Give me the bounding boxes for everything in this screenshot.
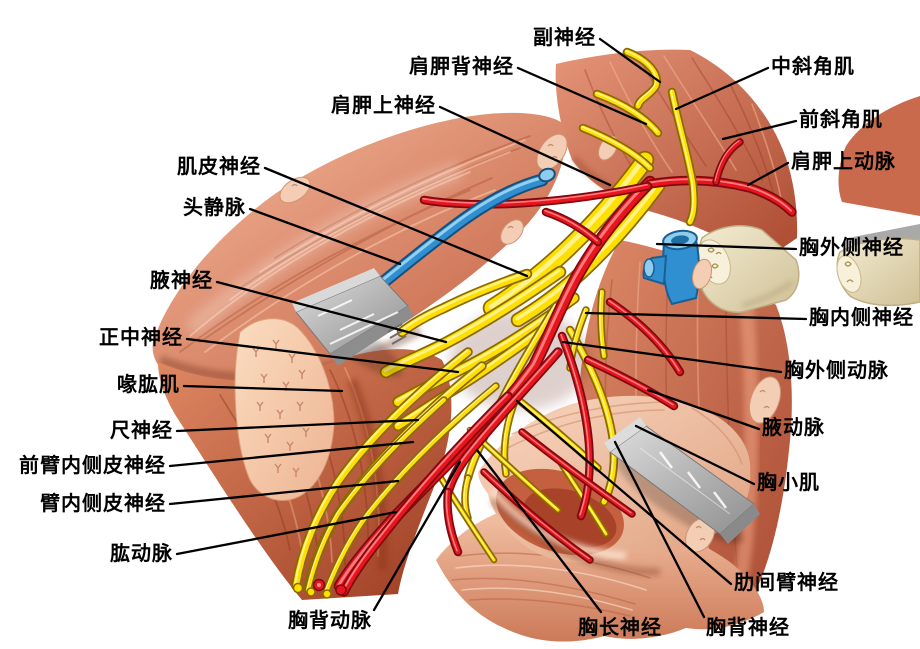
biceps-tendon-strip [234, 318, 335, 501]
label-dorsal-scapular-nerve: 肩胛背神经 [409, 54, 514, 78]
nerve-path [598, 290, 606, 358]
leader-line-coracobrachialis [182, 384, 344, 393]
clavicle-bone [697, 224, 920, 313]
label-cephalic-vein: 头静脉 [183, 195, 246, 219]
retractor-right [604, 417, 760, 553]
leader-line-thoracodorsal-artery [372, 460, 462, 612]
leader-line-axillary-artery [646, 388, 761, 431]
leader-line-axillary-nerve [215, 280, 448, 344]
label-long-thoracic-nerve: 胸长神经 [578, 615, 662, 639]
nerve-path [670, 89, 694, 222]
nerve-path [625, 49, 657, 106]
label-thoracodorsal-artery: 胸背动脉 [288, 608, 372, 632]
nerve-path [293, 349, 471, 589]
nerve-path [324, 384, 496, 592]
shoulder-corner-muscle [838, 96, 920, 216]
nerve-path [399, 271, 528, 332]
brachial-plexus-branches [291, 47, 699, 596]
label-medial-antebrachial-cutaneous-nerve: 前臂内侧皮神经 [19, 453, 166, 477]
nerve-path [306, 398, 444, 590]
nerve-path [395, 295, 575, 402]
label-suprascapular-nerve: 肩胛上神经 [331, 93, 436, 117]
leader-line-lateral-thoracic-artery [561, 340, 783, 374]
artery-path [342, 393, 508, 592]
label-medial-pectoral-nerve: 胸内侧神经 [809, 305, 914, 329]
leader-line-musculocutaneous-nerve [263, 166, 529, 278]
artery-path [560, 333, 590, 516]
label-thoracodorsal-nerve: 胸背神经 [706, 615, 790, 639]
leader-line-ulnar-nerve [175, 418, 420, 433]
label-lateral-pectoral-nerve: 胸外侧神经 [799, 235, 904, 259]
nerve-path [398, 270, 531, 336]
artery-path [520, 430, 632, 514]
nerve-path [383, 269, 561, 373]
artery-path [586, 357, 674, 406]
label-axillary-artery: 腋动脉 [762, 415, 825, 439]
bone-trabeculae [705, 247, 854, 283]
label-musculocutaneous-nerve: 肌皮神经 [177, 154, 261, 178]
nerve-path [581, 125, 650, 168]
nerve-path [488, 156, 647, 310]
leader-line-lateral-pectoral-nerve [655, 242, 798, 251]
leader-line-medial-brachial-cutaneous-nerve [168, 479, 400, 506]
artery-path [714, 140, 740, 182]
label-median-nerve: 正中神经 [99, 325, 183, 349]
nerve-path [306, 398, 446, 592]
artery-path [421, 183, 651, 207]
nerve-path [324, 384, 498, 594]
leader-line-brachial-artery [175, 510, 398, 556]
leader-line-anterior-scalene [721, 119, 798, 141]
artery-path [608, 299, 680, 372]
leader-line-long-thoracic-nerve [475, 448, 603, 614]
label-intercostobrachial-nerve: 肋间臂神经 [734, 570, 839, 594]
retractor-left [292, 268, 414, 377]
nerve-path [434, 468, 494, 560]
nerve-path [599, 290, 604, 356]
artery-path [544, 209, 598, 242]
cut-muscle-stumps [279, 133, 782, 424]
subclavian-vein-stump [642, 229, 700, 306]
leader-line-dorsal-scapular-nerve [516, 66, 648, 126]
leader-line-medial-antebrachial-cutaneous-nerve [168, 440, 415, 468]
bundle-cut-ends [292, 578, 347, 599]
label-ulnar-nerve: 尺神经 [110, 418, 173, 442]
nerve-path [294, 349, 468, 586]
label-medial-brachial-cutaneous-nerve: 臂内侧皮神经 [40, 491, 166, 515]
artery-path [648, 178, 792, 212]
label-coracobrachialis: 喙肱肌 [117, 372, 180, 396]
label-lateral-thoracic-artery: 胸外侧动脉 [784, 358, 889, 382]
label-suprascapular-artery: 肩胛上动脉 [791, 149, 896, 173]
leader-line-suprascapular-nerve [438, 105, 612, 187]
label-anterior-scalene: 前斜角肌 [799, 107, 883, 131]
leader-line-middle-scalene [674, 66, 770, 111]
label-brachial-artery: 肱动脉 [110, 541, 173, 565]
nerve-path [381, 267, 565, 377]
label-axillary-nerve: 腋神经 [150, 268, 213, 292]
leader-line-pectoralis-minor [634, 424, 756, 486]
label-pectoralis-minor: 胸小肌 [757, 470, 820, 494]
artery-path [714, 140, 742, 184]
label-middle-scalene: 中斜角肌 [771, 54, 855, 78]
artery-path [422, 183, 648, 204]
leader-line-medial-pectoral-nerve [584, 311, 808, 321]
leader-line-median-nerve [185, 337, 460, 374]
leader-line-accessory-nerve [598, 37, 662, 84]
label-accessory-nerve: 副神经 [533, 25, 596, 49]
leader-line-cephalic-vein [248, 207, 402, 266]
artery-path [445, 349, 561, 495]
leader-line-suprascapular-artery [746, 161, 790, 187]
artery-path [482, 470, 590, 560]
axillary-arteries [333, 138, 797, 597]
label-layer: 副神经肩胛背神经肩胛上神经肌皮神经头静脉腋神经正中神经喙肱肌尺神经前臂内侧皮神经… [19, 25, 914, 639]
leader-line-thoracodorsal-nerve [613, 440, 706, 619]
artery-path [341, 393, 511, 595]
leader-line-intercostobrachial-nerve [515, 399, 733, 586]
nerve-path [595, 91, 658, 133]
artery-path [445, 489, 458, 552]
